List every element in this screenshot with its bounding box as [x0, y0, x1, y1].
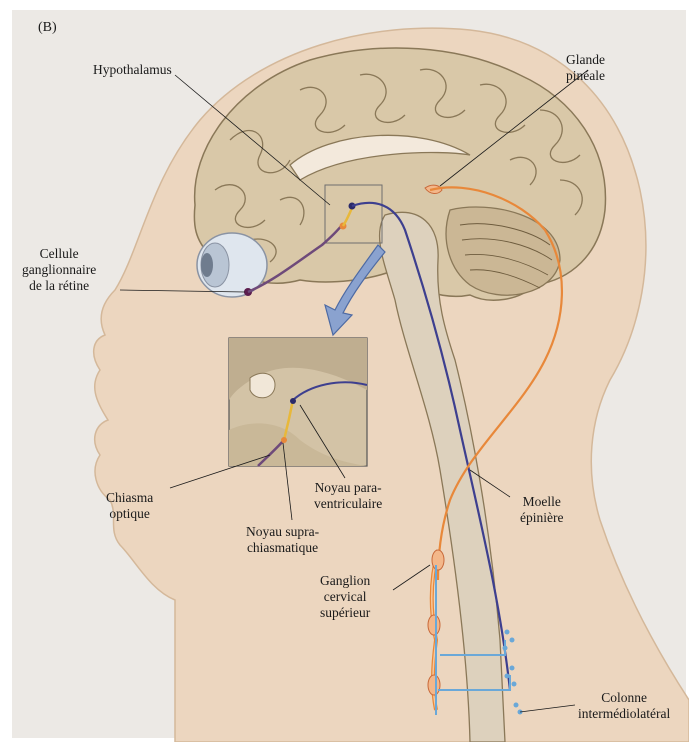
label-suprachiasmatic-nucleus: Noyau supra- chiasmatique — [246, 524, 319, 556]
hypothalamus-inset — [229, 338, 367, 466]
label-intermediolateral-column: Colonne intermédiolatéral — [578, 690, 670, 722]
label-retinal-ganglion-cell: Cellule ganglionnaire de la rétine — [22, 246, 96, 294]
label-hypothalamus: Hypothalamus — [93, 62, 172, 78]
label-superior-cervical-ganglion: Ganglion cervical supérieur — [320, 573, 370, 621]
label-pineal-gland: Glande pinéale — [566, 52, 605, 84]
label-spinal-cord: Moelle épinière — [520, 494, 563, 526]
label-optic-chiasma: Chiasma optique — [106, 490, 153, 522]
panel-letter: (B) — [38, 20, 57, 36]
label-paraventricular-nucleus: Noyau para- ventriculaire — [314, 480, 382, 512]
